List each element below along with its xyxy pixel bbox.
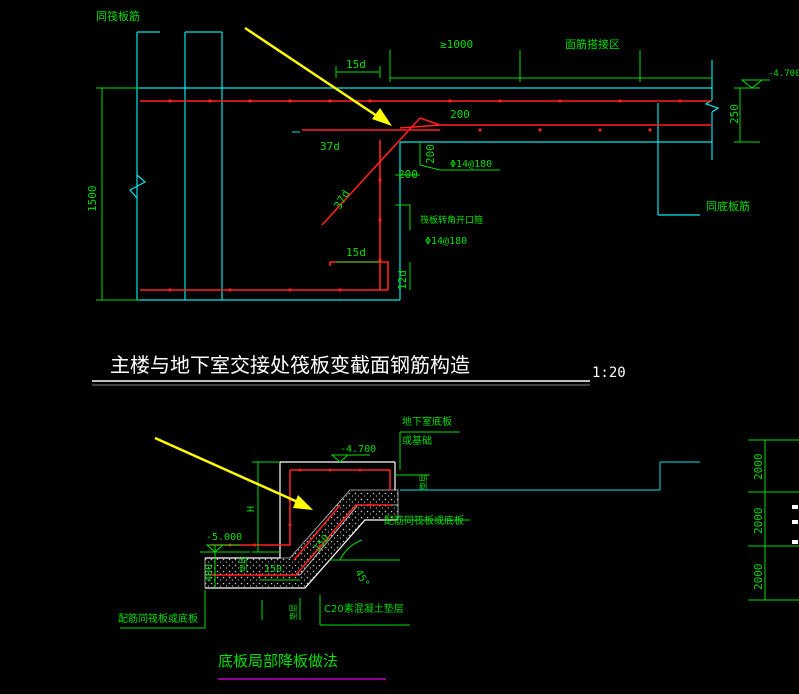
label-same-slab-rebar: 同筏板筋: [96, 9, 140, 23]
label-rebar-left: 配筋同筏板或底板: [118, 612, 198, 625]
bottom-detail: 地下室底板 或基础 -4.700 垫层 H 配筋同筏板或底板 -5.000 15…: [118, 415, 700, 680]
right-edge-dims: 2000 2000 2000: [748, 439, 799, 601]
label-bottom-small: 垫层: [288, 604, 298, 620]
dim-15d-bottom: 15d: [346, 246, 366, 259]
bar-phi14-180-a: Φ14@180: [450, 159, 492, 170]
elev-top-bottom: -4.700: [340, 444, 376, 455]
title-top: 主楼与地下室交接处筏板变截面钢筋构造: [110, 353, 470, 377]
dim-200-a: 200: [450, 108, 470, 121]
right-dim-2: 2000: [752, 508, 765, 535]
dim-200-c: 200: [398, 168, 418, 181]
right-dim-3: 2000: [752, 564, 765, 591]
dim-400: 400: [204, 564, 215, 582]
rebar-dots: [168, 99, 682, 292]
label-right-small: 垫层: [418, 474, 428, 490]
elev-top: -4.700: [768, 69, 799, 79]
label-basement-slab: 地下室底板: [402, 415, 452, 428]
dim-H: H: [246, 506, 257, 512]
dim-150-a: 150: [264, 564, 282, 575]
label-opening-rebar: 筏板转角开口箍: [420, 214, 483, 226]
elev-low: -5.000: [206, 532, 242, 543]
dim-splice-zone: 面筋搭接区: [565, 37, 620, 51]
label-or-foundation: 或基础: [402, 434, 432, 447]
dim-15d-top: 15d: [346, 58, 366, 71]
label-left-small: 垫层: [238, 556, 248, 572]
slab-outline: [129, 31, 720, 301]
dim-37d-a: 37d: [320, 140, 340, 153]
dimensions: [96, 50, 760, 301]
bar-phi14-180-b: Φ14@180: [425, 236, 467, 247]
top-detail: 同筏板筋 15d ≥1000 面筋搭接区 -4.700 250 200 37d …: [86, 9, 799, 386]
dim-gt1000: ≥1000: [440, 38, 473, 51]
title-bottom: 底板局部降板做法: [218, 652, 338, 670]
dim-200-b: 200: [424, 144, 437, 164]
dim-250: 250: [728, 104, 741, 124]
dim-12d: 12d: [396, 270, 409, 290]
scale-top: 1:20: [592, 365, 626, 381]
label-rebar-same-raft: 配筋同筏板或底板: [384, 514, 464, 527]
yellow-arrow-top: [244, 26, 392, 126]
yellow-arrow-bottom: [154, 436, 313, 510]
label-same-bottom-rebar: 同底板筋: [706, 199, 750, 213]
label-cushion: C20素混凝土垫层: [324, 602, 404, 615]
right-dim-1: 2000: [752, 454, 765, 481]
dim-1500: 1500: [86, 186, 99, 213]
